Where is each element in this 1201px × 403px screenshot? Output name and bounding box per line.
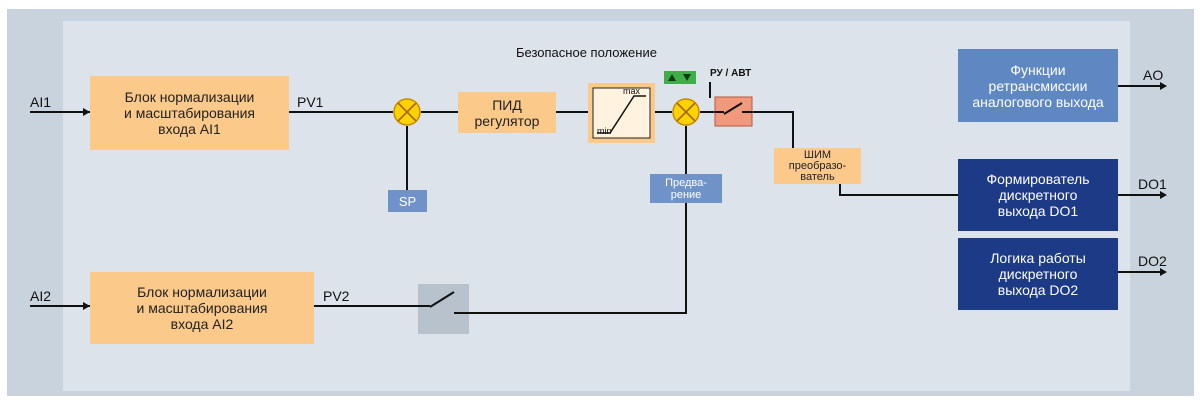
summer-1-icon <box>393 98 421 126</box>
safe-position-label: Безопасное положение <box>516 45 657 60</box>
normalization-block-ai2: Блок нормализации и масштабирования вход… <box>90 272 314 344</box>
pwm-converter-block: ШИМ преобразо- ватель <box>774 148 861 184</box>
limiter-block <box>588 83 655 143</box>
manual-auto-label: РУ / АВТ <box>710 68 752 79</box>
feedforward-block: Предва- рение <box>650 174 722 203</box>
output-ao-label: AO <box>1143 67 1164 83</box>
wire-pre-down <box>469 203 687 314</box>
pv1-label: PV1 <box>297 94 324 110</box>
pid-controller-block: ПИД регулятор <box>458 92 556 133</box>
arrow-do1 <box>1160 191 1167 199</box>
output-do2-label: DO2 <box>1138 253 1167 269</box>
arrow-ai2 <box>83 302 90 310</box>
limiter-max-label: max <box>623 86 641 96</box>
do2-logic-block: Логика работы дискретного выхода DO2 <box>958 238 1118 310</box>
limiter-min-label: min <box>597 126 612 136</box>
wire-switch-pwm <box>752 111 794 148</box>
auto-manual-switch <box>714 96 753 127</box>
output-do1-label: DO1 <box>1138 176 1167 192</box>
setpoint-block: SP <box>388 190 427 212</box>
arrow-ao <box>1160 82 1167 90</box>
normalization-block-ai1: Блок нормализации и масштабирования вход… <box>90 76 289 150</box>
summer-2-icon <box>672 98 700 126</box>
input-ai2-label: AI2 <box>30 288 52 304</box>
pv2-switch <box>418 284 469 334</box>
arrow-do2 <box>1160 268 1167 276</box>
arrow-ai1 <box>83 108 90 116</box>
analog-retransmission-block: Функции ретрансмиссии аналогового выхода <box>958 49 1118 122</box>
input-ai1-label: AI1 <box>30 94 52 110</box>
do1-generator-block: Формирователь дискретного выхода DO1 <box>958 159 1118 231</box>
direction-indicator-icon <box>664 71 696 84</box>
pv2-label: PV2 <box>323 288 350 304</box>
